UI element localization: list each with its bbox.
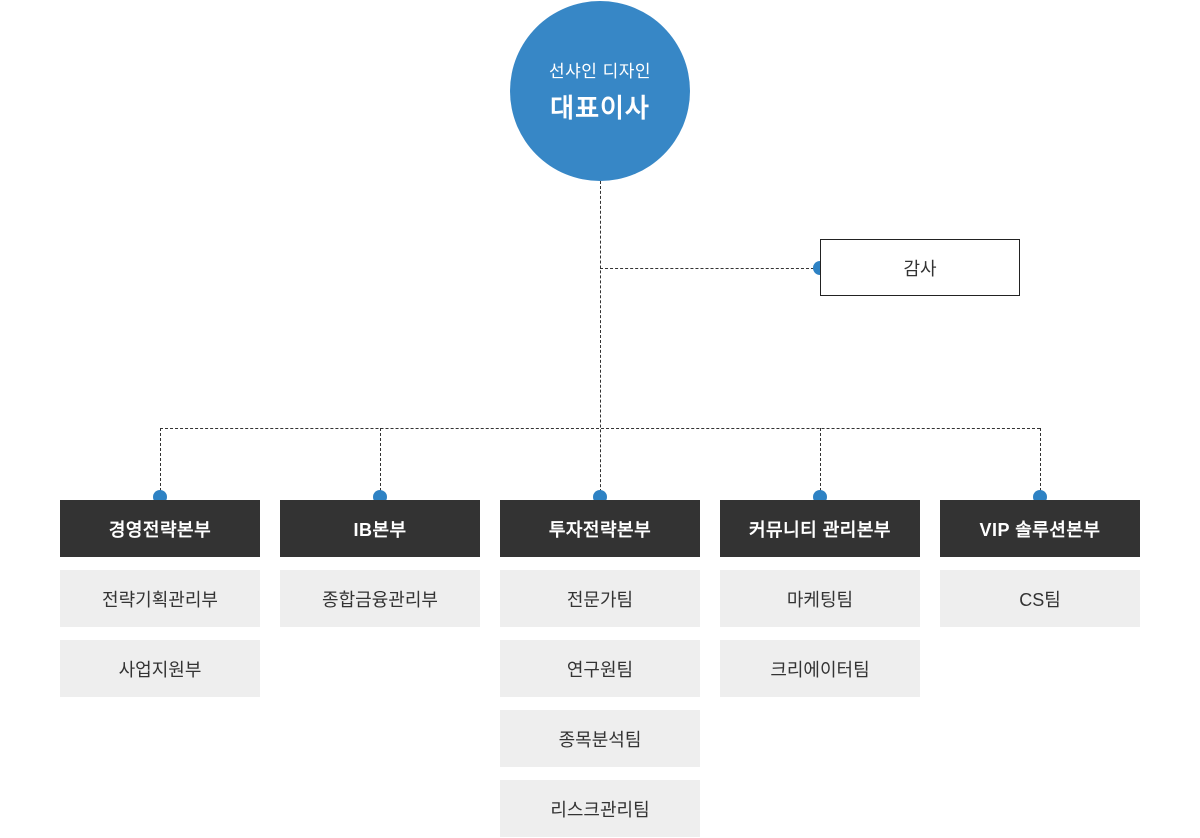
- team-node: 리스크관리팀: [500, 780, 700, 837]
- dept-header-vip-solution: VIP 솔루션본부: [940, 500, 1140, 557]
- team-node: 마케팅팀: [720, 570, 920, 627]
- dept-header-management-strategy: 경영전략본부: [60, 500, 260, 557]
- connector-to-audit: [600, 268, 814, 269]
- team-node: CS팀: [940, 570, 1140, 627]
- connector-drop-dept-2: [380, 428, 381, 491]
- connector-ceo-trunk: [600, 181, 601, 497]
- team-node: 전문가팀: [500, 570, 700, 627]
- dept-header-community-management: 커뮤니티 관리본부: [720, 500, 920, 557]
- team-node: 종목분석팀: [500, 710, 700, 767]
- connector-branch-horizontal: [160, 428, 1040, 429]
- ceo-title: 대표이사: [550, 93, 650, 123]
- team-node: 전략기획관리부: [60, 570, 260, 627]
- team-node: 사업지원부: [60, 640, 260, 697]
- audit-node: 감사: [820, 239, 1020, 296]
- connector-drop-dept-4: [820, 428, 821, 491]
- connector-drop-dept-1: [160, 428, 161, 491]
- connector-drop-dept-5: [1040, 428, 1041, 491]
- ceo-node: 선샤인 디자인 대표이사: [510, 1, 690, 181]
- dept-header-investment-strategy: 투자전략본부: [500, 500, 700, 557]
- team-node: 크리에이터팀: [720, 640, 920, 697]
- team-node: 연구원팀: [500, 640, 700, 697]
- dept-header-ib: IB본부: [280, 500, 480, 557]
- audit-label: 감사: [903, 258, 937, 279]
- company-name: 선샤인 디자인: [548, 62, 652, 81]
- team-node: 종합금융관리부: [280, 570, 480, 627]
